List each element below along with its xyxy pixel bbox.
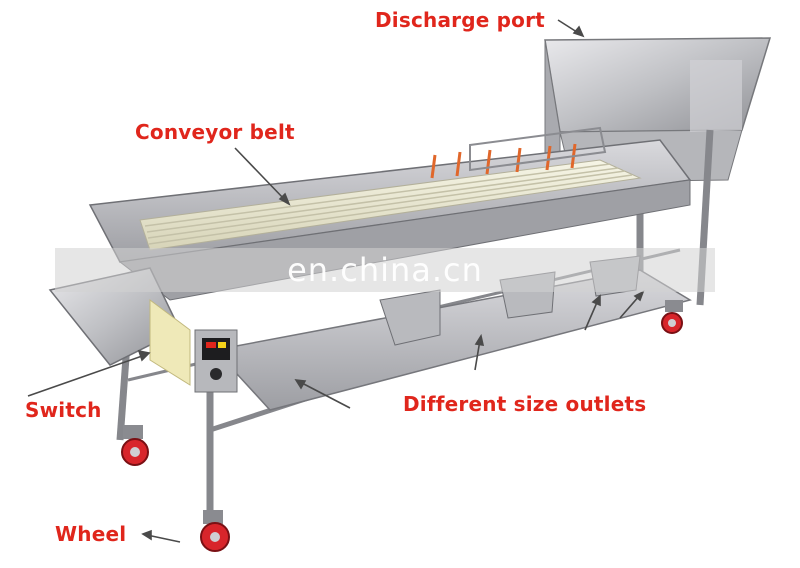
feed-chute [48, 267, 191, 386]
conveyor-belt-label: Conveyor belt [135, 120, 295, 144]
annotation-arrows [27, 19, 645, 543]
different-size-outlets-label: Different size outlets [403, 392, 647, 416]
wheel-label: Wheel [55, 522, 127, 546]
wheels [121, 300, 683, 552]
switch-label: Switch [25, 398, 102, 422]
discharge-port-label: Discharge port [375, 8, 545, 32]
switch-box [194, 329, 238, 393]
watermark: en.china.cn [55, 248, 715, 292]
